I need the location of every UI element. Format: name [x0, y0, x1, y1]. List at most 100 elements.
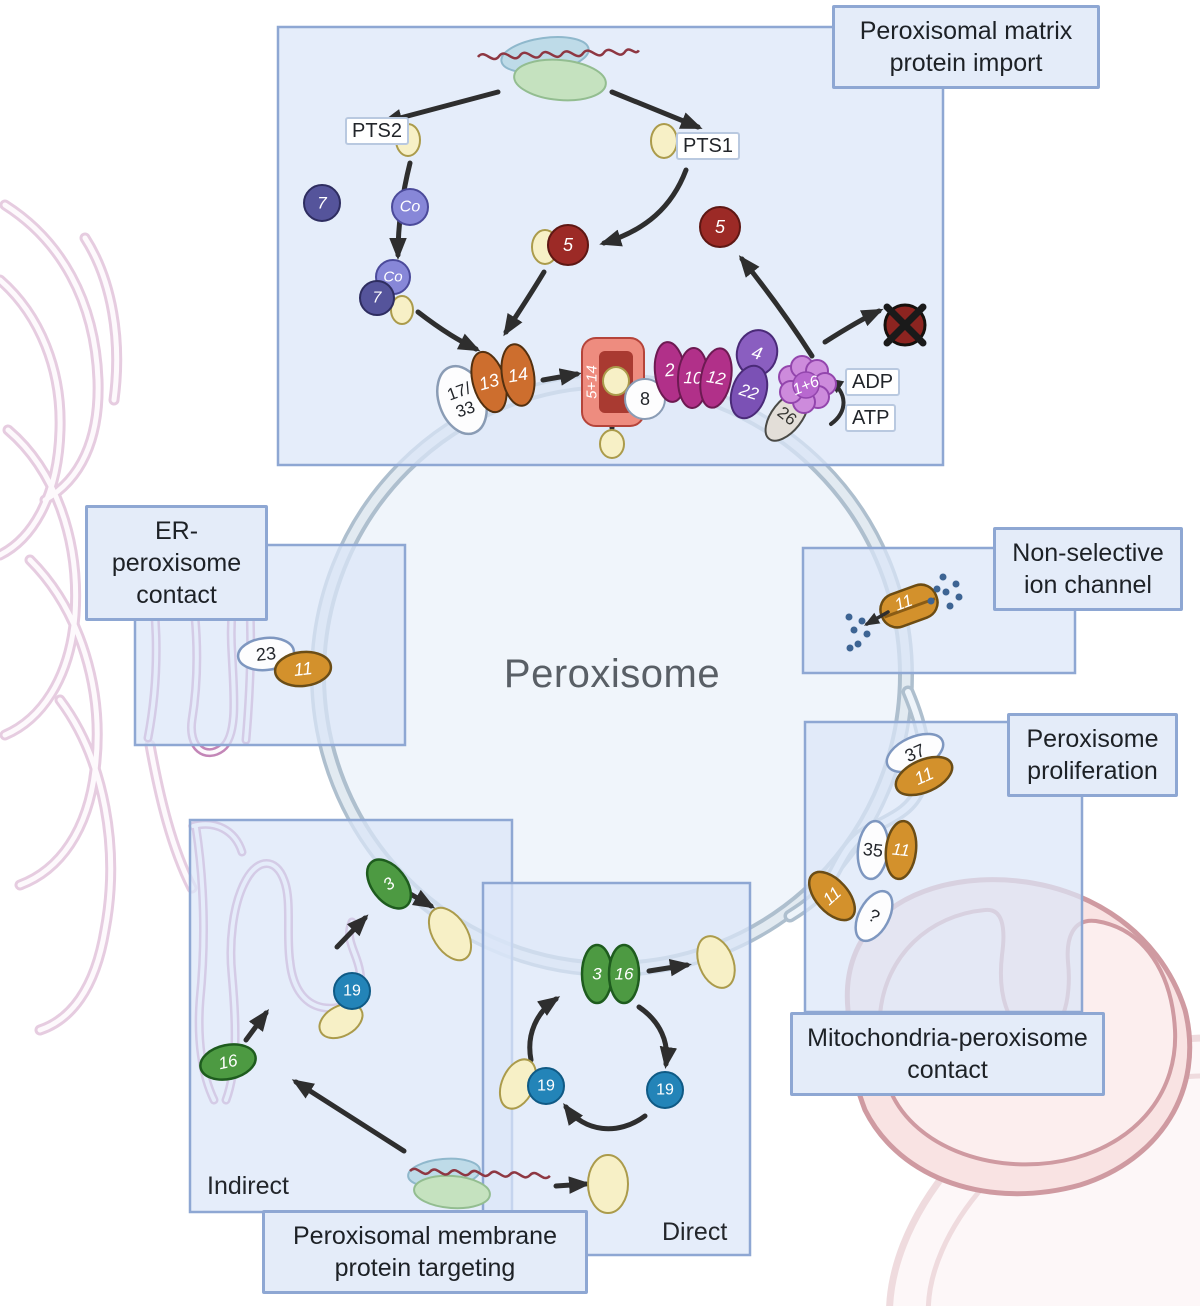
pex7-label: 7	[317, 194, 327, 213]
arrow-ribosome-to-pex16	[291, 1079, 407, 1154]
title-proliferation-line1: Peroxisome	[1026, 725, 1159, 753]
arrow-pex5-recycling	[738, 255, 815, 359]
arrow-ion-flow	[863, 610, 890, 626]
pex16-er	[199, 1043, 257, 1081]
mrna-strand	[476, 48, 640, 61]
pex16-er-label: 16	[217, 1051, 240, 1074]
title-membrane-targeting: Peroxisomal membrane protein targeting	[262, 1210, 588, 1294]
pex7-label-2: 7	[373, 290, 383, 307]
title-mito-contact-line1: Mitochondria-peroxisome	[807, 1024, 1088, 1052]
pex35-label: 35	[862, 839, 884, 861]
er-contact-proteins: 23 11	[236, 636, 333, 688]
pex19-right-label: 19	[656, 1082, 674, 1099]
pex5-degraded-icon	[883, 303, 927, 347]
title-proliferation: Peroxisome proliferation	[1007, 713, 1178, 797]
title-er-contact-line2: contact	[136, 581, 217, 609]
title-er-contact-line1: ER-peroxisome	[111, 517, 242, 577]
title-ion-channel-line2: ion channel	[1024, 571, 1152, 599]
title-proliferation-line2: proliferation	[1027, 757, 1158, 785]
proliferation-proteins: 37 11 35 11 11 ?	[807, 732, 954, 943]
tag-atp: ATP	[845, 404, 897, 432]
arrow-docking-to-pore	[540, 368, 582, 386]
cargo-complex	[390, 295, 414, 325]
pex19-left-label: 19	[537, 1078, 555, 1095]
pex11-mito	[807, 870, 857, 922]
pex16-direct-label: 16	[615, 965, 634, 984]
cargo-released	[599, 429, 625, 459]
arrow-pex5-degradation	[822, 308, 884, 345]
membrane-protein-free	[587, 1154, 629, 1214]
pex5-label-2: 5	[715, 217, 726, 237]
title-matrix-import-line2: protein import	[889, 49, 1043, 77]
pex4-label: 4	[750, 342, 765, 364]
membrane-protein-inserted-indirect	[427, 906, 473, 962]
arrow-cycle-left	[527, 996, 561, 1063]
pex11-tubule-b-label: 11	[891, 840, 911, 861]
pex2-label: 2	[663, 360, 676, 381]
pex11-tubule-a	[894, 755, 954, 797]
arrow-vesicle-budding	[334, 914, 369, 950]
pex11-tubule-b	[884, 819, 918, 881]
pex5-recycled	[699, 206, 741, 248]
pex12-label: 12	[705, 367, 727, 389]
arrow-cycle-bottom	[563, 1102, 648, 1132]
pex3-indirect	[365, 858, 413, 910]
pex12	[699, 347, 733, 409]
pex14-label: 14	[507, 364, 530, 387]
pts1-branch: 5 5	[531, 206, 927, 347]
pore-label: 5+14	[584, 365, 601, 399]
arrow-pts1-to-pex5	[599, 167, 689, 247]
cargo-pts1	[650, 123, 678, 159]
pex10-label: 10	[683, 368, 703, 388]
tag-pts2: PTS2	[345, 117, 410, 145]
title-membrane-targeting-line2: protein targeting	[334, 1254, 516, 1282]
co-label-2: Co	[383, 269, 402, 286]
pex19-vesicle-label: 19	[343, 983, 361, 1000]
pex7-complex	[359, 280, 395, 316]
pex5-label: 5	[563, 235, 574, 255]
pex14	[500, 343, 536, 407]
pts2-branch: 7 Co Co 7	[303, 123, 678, 325]
co-label: Co	[400, 199, 421, 216]
title-mito-contact-line2: contact	[907, 1056, 988, 1084]
ribosome-top	[476, 36, 640, 102]
co-chaperone-free	[391, 188, 429, 226]
arrow-cargo-to-pore	[503, 269, 547, 337]
pex8-label: 8	[640, 389, 650, 409]
pex11-channel-label: 11	[892, 591, 915, 615]
pex16-direct	[607, 943, 641, 1005]
arrow-pex16-insertion	[243, 1008, 269, 1043]
ion-channel-content: 11	[845, 573, 963, 652]
pex11-er-label: 11	[293, 658, 314, 680]
pex11-er	[273, 650, 333, 688]
pex7-free	[303, 184, 341, 222]
membrane-protein-inserted-direct	[696, 935, 736, 989]
arrow-complex-to-membrane	[415, 309, 481, 352]
ribosome-bottom	[407, 1157, 551, 1210]
pex19-vesicle	[333, 972, 371, 1010]
pex3-direct-label: 3	[592, 965, 602, 984]
arrow-cycle-right	[636, 1004, 678, 1069]
title-er-contact: ER-peroxisome contact	[85, 505, 268, 621]
title-matrix-import-line1: Peroxisomal matrix	[859, 17, 1073, 45]
indirect-pathway: 16 19 3	[199, 858, 473, 1154]
ion-dots	[845, 573, 963, 652]
pex19-right	[646, 1071, 684, 1109]
mrna-strand-bottom	[409, 1167, 551, 1180]
pex23-label: 23	[255, 643, 277, 665]
pex22	[729, 364, 769, 420]
importomer-membrane-complex: 17/ 33 13 14 5+14 8 2 10 12	[436, 329, 837, 459]
indirect-label: Indirect	[207, 1172, 289, 1200]
er-tubules-faded	[0, 199, 198, 1036]
title-ion-channel-line1: Non-selective	[1012, 539, 1164, 567]
pex5-loaded	[547, 224, 589, 266]
cargo-in-pore	[602, 366, 630, 396]
title-ion-channel: Non-selective ion channel	[993, 527, 1183, 611]
unknown-partner	[854, 889, 894, 943]
exportomer-pex1-6: 1+6	[778, 355, 837, 414]
title-matrix-import: Peroxisomal matrix protein import	[832, 5, 1100, 89]
arrow-to-pts1	[609, 89, 703, 130]
tag-pts1: PTS1	[676, 132, 741, 160]
arrow-mrna-to-cargo	[553, 1176, 591, 1194]
